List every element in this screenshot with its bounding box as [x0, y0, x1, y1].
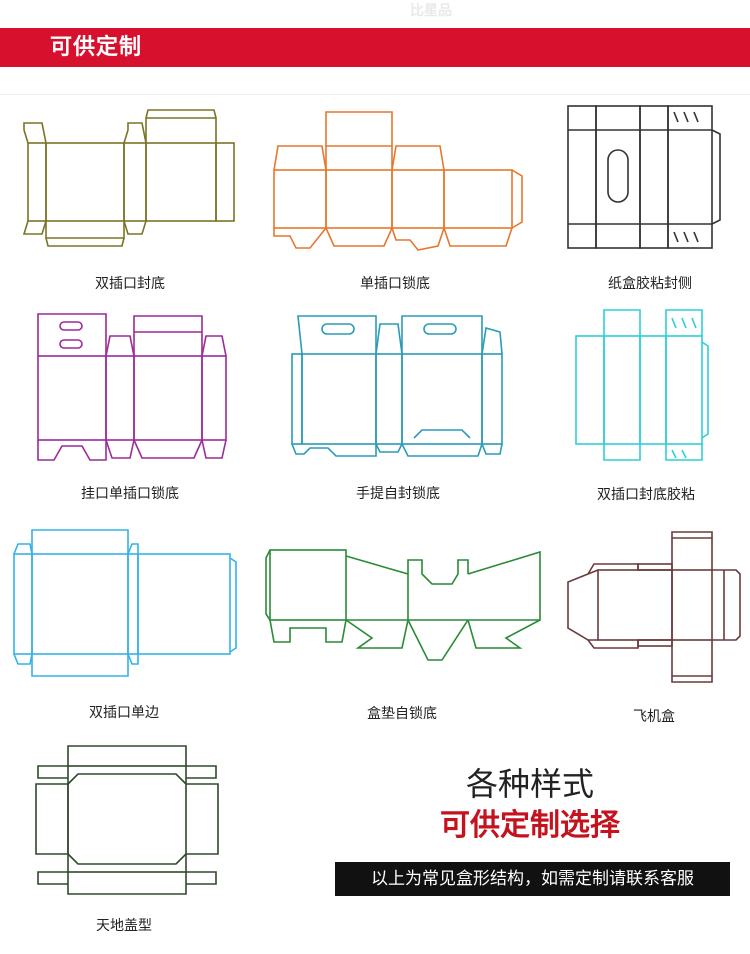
divider — [0, 94, 750, 95]
box-hanger-single-tuck-lock-bottom: 挂口单插口锁底 — [34, 312, 234, 502]
dieline-diagram — [567, 105, 721, 249]
box-label: 纸盒胶粘封侧 — [608, 276, 692, 292]
box-label: 飞机盒 — [633, 709, 675, 725]
dieline-diagram — [35, 745, 219, 895]
box-label: 手提自封锁底 — [356, 486, 440, 502]
box-label: 挂口单插口锁底 — [81, 486, 179, 502]
box-label: 单插口锁底 — [360, 276, 430, 292]
box-lid-and-base: 天地盖型 — [34, 744, 224, 934]
box-label: 双插口单边 — [89, 705, 159, 721]
box-double-tuck-glued: 双插口封底胶粘 — [574, 308, 714, 503]
promo-headline: 各种样式 — [465, 765, 594, 803]
page-title: 可供定制 — [50, 35, 143, 60]
dieline-diagram — [291, 315, 503, 457]
watermark-logo: 比星品 — [410, 3, 452, 19]
header-bar: 可供定制 — [0, 28, 750, 67]
box-pad-self-lock-bottom: 盒垫自锁底 — [262, 544, 544, 722]
dieline-diagram — [567, 531, 741, 683]
box-double-tuck-bottom: 双插口封底 — [20, 109, 240, 292]
contact-note: 以上为常见盒形结构，如需定制请联系客服 — [335, 862, 730, 896]
dieline-diagram — [265, 549, 541, 661]
dieline-diagram — [37, 313, 227, 461]
box-glued-side: 纸盒胶粘封侧 — [566, 104, 732, 292]
box-label: 盒垫自锁底 — [367, 706, 437, 722]
promo-subheadline: 可供定制选择 — [440, 808, 620, 843]
box-single-tuck-lock-bottom: 单插口锁底 — [270, 106, 530, 292]
dieline-diagram — [22, 109, 235, 247]
dieline-diagram — [13, 529, 237, 677]
dieline-diagram — [273, 111, 523, 251]
box-label: 双插口封底 — [95, 276, 165, 292]
box-label: 双插口封底胶粘 — [597, 487, 695, 503]
box-mailer: 飞机盒 — [564, 530, 744, 725]
box-double-tuck-single-side: 双插口单边 — [10, 528, 238, 721]
dieline-diagram — [575, 309, 709, 461]
box-label: 天地盖型 — [96, 918, 152, 934]
box-handle-self-lock-bottom: 手提自封锁底 — [288, 312, 510, 502]
